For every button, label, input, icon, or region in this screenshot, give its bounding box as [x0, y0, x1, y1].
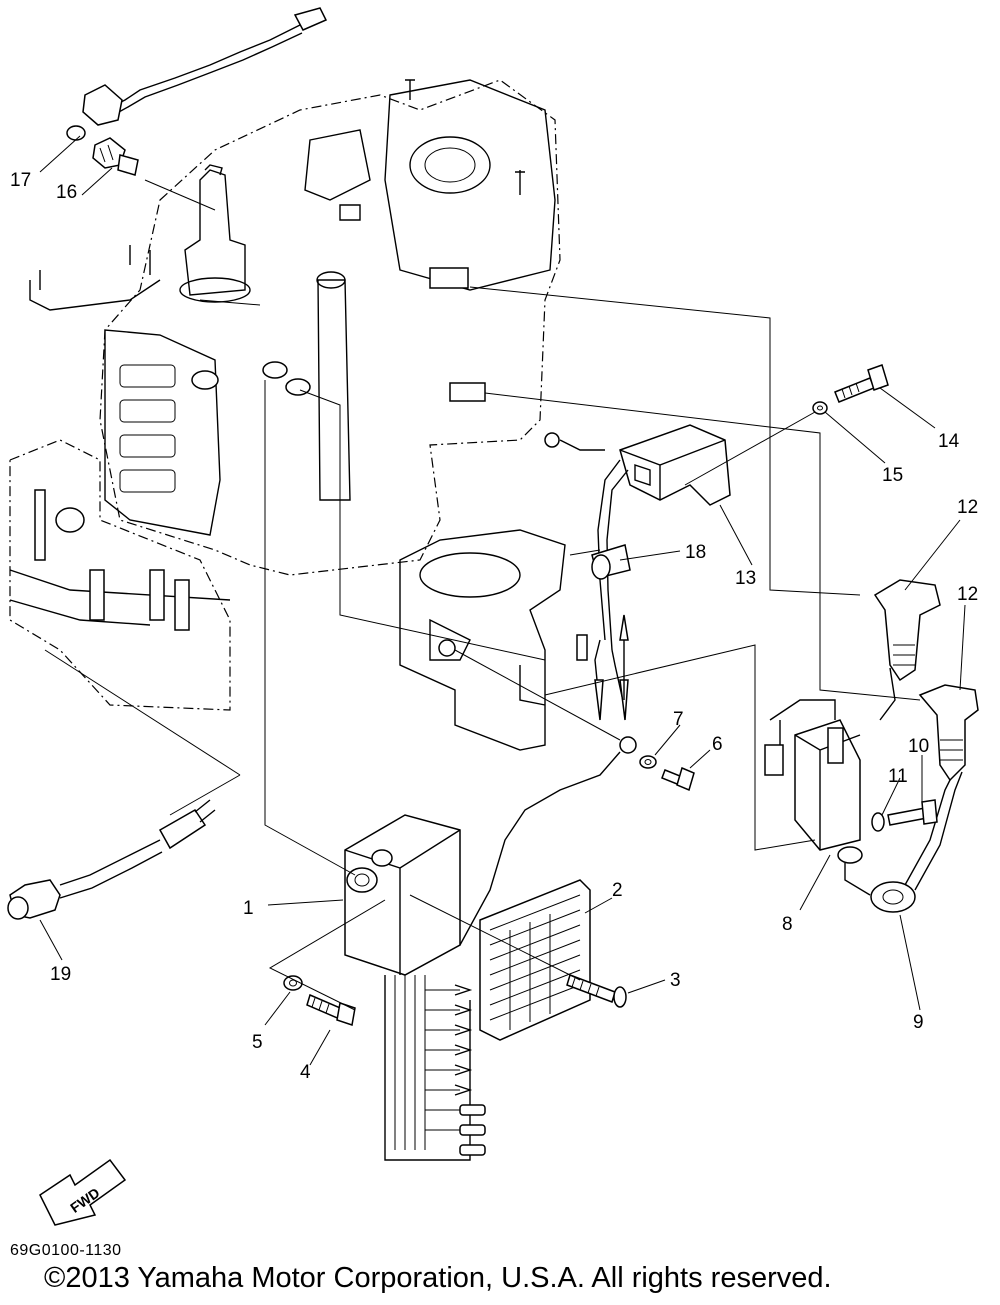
callout-4: 4: [300, 1062, 311, 1083]
callout-12-upper: 12: [957, 497, 978, 518]
callout-10: 10: [908, 736, 929, 757]
sensor-part-19: [7, 799, 216, 920]
callout-9: 9: [913, 1012, 924, 1033]
bolt-part-6: [661, 766, 695, 792]
diagram-code: 69G0100-1130: [10, 1242, 122, 1259]
bolt-part-14: [834, 364, 889, 403]
washer-part-11: [871, 812, 885, 832]
washer-part-7: [639, 755, 657, 769]
washer-part-15: [812, 401, 828, 415]
ignition-coil-part-8: [764, 699, 871, 896]
rectifier-part-2: [479, 879, 591, 1041]
callout-15: 15: [882, 465, 903, 486]
lead-wire-part-17: [66, 7, 328, 141]
callout-7: 7: [673, 709, 684, 730]
bolt-part-4: [306, 993, 356, 1026]
callout-2: 2: [612, 880, 623, 901]
forward-direction-arrow: FWD: [39, 1158, 127, 1226]
screw-part-3: [566, 974, 627, 1008]
callout-5: 5: [252, 1032, 263, 1053]
spark-plug-cap-part-12-lower: [918, 684, 979, 782]
callout-11: 11: [888, 766, 908, 787]
callout-numbers: 1 2 3 4 5 6 7 8 9 10 11 12 12 13 14 15 1…: [10, 170, 978, 1083]
clamp-part-18: [591, 544, 631, 580]
callout-14: 14: [938, 431, 960, 452]
charge-coil-part-13: [544, 424, 731, 721]
callout-1: 1: [243, 898, 254, 919]
stator-base-illustration: [399, 529, 566, 751]
engine-block-illustration: [29, 79, 561, 576]
callout-13: 13: [735, 568, 756, 589]
copyright-notice: ©2013 Yamaha Motor Corporation, U.S.A. A…: [44, 1262, 832, 1294]
callout-6: 6: [712, 734, 723, 755]
plug-cap-grommet-part-9: [870, 769, 963, 913]
washer-part-5: [283, 975, 303, 991]
spark-plug-cap-part-12-upper: [873, 579, 941, 721]
callout-17: 17: [10, 170, 31, 191]
callout-18: 18: [685, 542, 706, 563]
cdi-unit-part-1: [344, 814, 486, 1161]
ground-lead: [459, 736, 637, 946]
leader-lines: [39, 135, 966, 1066]
callout-16: 16: [56, 182, 77, 203]
callout-8: 8: [782, 914, 793, 935]
callout-19: 19: [50, 964, 71, 985]
bolt-part-10: [887, 799, 938, 826]
callout-3: 3: [670, 970, 681, 991]
thermo-switch-part-16: [92, 137, 139, 176]
callout-12-lower: 12: [957, 584, 978, 605]
lower-bracket-illustration: [9, 439, 231, 711]
